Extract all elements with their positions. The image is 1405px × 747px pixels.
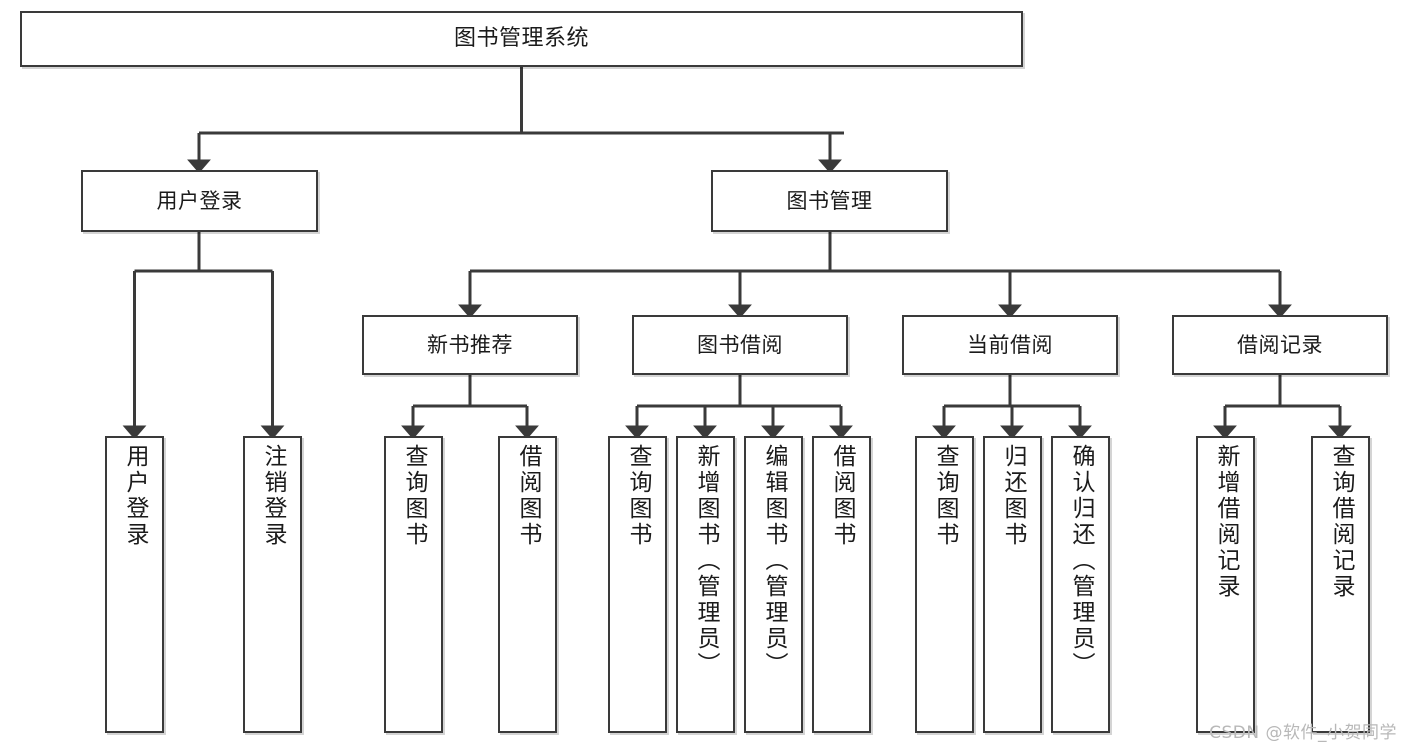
node-leaf-add-book[interactable]: 新增图书（管理员） <box>676 436 735 733</box>
node-leaf-return-book[interactable]: 归还图书 <box>983 436 1042 733</box>
node-leaf-add-record[interactable]: 新增借阅记录 <box>1196 436 1255 733</box>
node-leaf-borrow-book-2-label: 借阅图书 <box>829 444 855 548</box>
node-current-borrow-label: 当前借阅 <box>967 332 1053 357</box>
node-leaf-confirm-return[interactable]: 确认归还（管理员） <box>1051 436 1110 733</box>
node-leaf-query-book-1-label: 查询图书 <box>401 444 427 548</box>
node-leaf-add-record-label: 新增借阅记录 <box>1213 444 1239 600</box>
node-leaf-borrow-book-1-label: 借阅图书 <box>515 444 541 548</box>
node-leaf-query-book-1[interactable]: 查询图书 <box>384 436 443 733</box>
node-borrow-record-label: 借阅记录 <box>1237 332 1323 357</box>
node-leaf-logout-label: 注销登录 <box>260 444 286 548</box>
node-book-manage-label: 图书管理 <box>786 188 873 213</box>
node-leaf-query-book-2-label: 查询图书 <box>625 444 651 548</box>
node-leaf-user-login-label: 用户登录 <box>122 444 148 548</box>
node-leaf-edit-book[interactable]: 编辑图书（管理员） <box>744 436 803 733</box>
node-book-borrow[interactable]: 图书借阅 <box>632 315 848 375</box>
node-user-login-label: 用户登录 <box>156 188 243 213</box>
node-leaf-query-book-3[interactable]: 查询图书 <box>915 436 974 733</box>
node-leaf-borrow-book-2[interactable]: 借阅图书 <box>812 436 871 733</box>
node-leaf-return-book-label: 归还图书 <box>1000 444 1026 548</box>
watermark: CSDN @软件_小贺同学 <box>1209 723 1397 743</box>
node-book-manage[interactable]: 图书管理 <box>711 170 948 232</box>
node-user-login[interactable]: 用户登录 <box>81 170 318 232</box>
node-leaf-borrow-book-1[interactable]: 借阅图书 <box>498 436 557 733</box>
node-leaf-edit-book-label: 编辑图书（管理员） <box>761 444 787 678</box>
node-root[interactable]: 图书管理系统 <box>20 11 1023 67</box>
node-leaf-query-record-label: 查询借阅记录 <box>1328 444 1354 600</box>
node-new-book-recommend[interactable]: 新书推荐 <box>362 315 578 375</box>
node-leaf-user-login[interactable]: 用户登录 <box>105 436 164 733</box>
node-root-label: 图书管理系统 <box>453 26 589 52</box>
node-leaf-confirm-return-label: 确认归还（管理员） <box>1068 444 1094 678</box>
node-leaf-add-book-label: 新增图书（管理员） <box>693 444 719 678</box>
node-book-borrow-label: 图书借阅 <box>697 332 783 357</box>
node-leaf-query-record[interactable]: 查询借阅记录 <box>1311 436 1370 733</box>
node-new-book-recommend-label: 新书推荐 <box>427 332 513 357</box>
node-leaf-logout[interactable]: 注销登录 <box>243 436 302 733</box>
node-leaf-query-book-2[interactable]: 查询图书 <box>608 436 667 733</box>
node-leaf-query-book-3-label: 查询图书 <box>932 444 958 548</box>
node-borrow-record[interactable]: 借阅记录 <box>1172 315 1388 375</box>
node-current-borrow[interactable]: 当前借阅 <box>902 315 1118 375</box>
